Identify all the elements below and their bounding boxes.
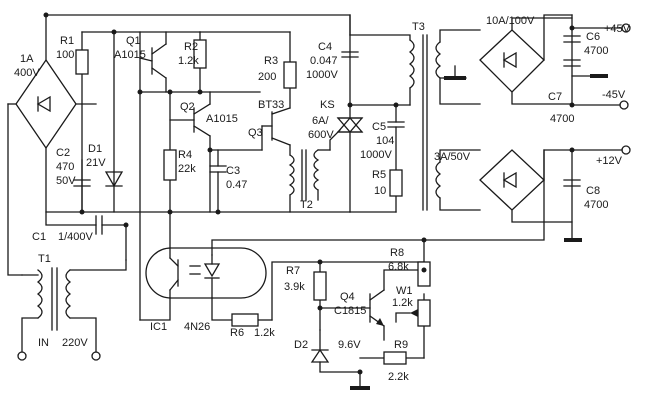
q4-type: C1815 [334,305,366,317]
c8-value: 4700 [584,199,608,211]
ks-name: KS [320,99,335,111]
bridge12-diode-icon [502,171,517,189]
junctions [43,12,575,375]
in-voltage: 220V [62,337,88,349]
c2-voltage: 50V [56,175,76,187]
w1-potentiometer [417,299,431,327]
ground-icon [590,74,608,78]
c2-name: C2 [56,147,70,159]
r1-value: 100 [56,49,74,61]
r6-value: 1.2k [254,327,275,339]
r4-value: 22k [178,163,196,175]
components [17,23,631,390]
r8-resistor [417,261,431,287]
c7-name: C7 [548,91,562,103]
wiper-arrow-icon [410,309,418,317]
r7-value: 3.9k [284,281,305,293]
r8-value: 6.8k [388,261,409,273]
ground-icon [564,238,582,242]
d2-name: D2 [294,339,308,351]
q2-type: A1015 [206,113,238,125]
d1-value: 21V [86,157,106,169]
r9-resistor [383,351,407,365]
r9-name: R9 [394,339,408,351]
input-terminal-icon [91,351,101,361]
q1-name: Q1 [126,35,141,47]
c5-voltage: 1000V [360,149,392,161]
c4-name: C4 [318,41,332,53]
r7-name: R7 [286,265,300,277]
c2-value: 470 [56,161,74,173]
r4-resistor [163,149,177,181]
c8-name: C8 [586,185,600,197]
bt33-label: BT33 [258,99,284,111]
q2-name: Q2 [180,101,195,113]
q1-type: A1015 [114,49,146,61]
out-pos45-label: +45V [604,23,631,35]
bridge-main-rating: 1A [20,53,34,65]
q3-name: Q3 [248,127,263,139]
r2-name: R2 [184,41,198,53]
r3-name: R3 [264,55,278,67]
ground-icon [444,76,466,80]
c5-value: 104 [376,135,394,147]
in-label: IN [38,337,49,349]
t2-name: T2 [300,199,313,211]
r9-value: 2.2k [388,371,409,383]
ic1-type: 4N26 [184,321,210,333]
c4-voltage: 1000V [306,69,338,81]
output-terminal-icon [621,23,631,33]
r7-resistor [313,271,327,301]
c1-name: C1 [32,231,46,243]
r1-resistor [75,49,89,75]
ground-icon [350,386,370,390]
q4-name: Q4 [340,291,355,303]
bridge-12-rating: 3A/50V [434,151,471,163]
r3-resistor [283,61,297,89]
d1-zener-icon [104,171,124,188]
r1-name: R1 [60,35,74,47]
ks-rating: 6A/ [312,115,329,127]
r2-resistor [193,39,207,69]
bridge-45-rating: 10A/100V [486,15,535,27]
input-terminal-icon [17,351,27,361]
r5-name: R5 [372,169,386,181]
q4-emitter-arrow-icon [376,318,384,326]
r5-value: 10 [374,185,386,197]
r3-value: 200 [258,71,276,83]
c6-name: C6 [586,31,600,43]
c7-value: 4700 [550,113,574,125]
bridge-main-voltage: 400V [14,67,40,79]
ic1-name: IC1 [150,321,167,333]
output-terminal-icon [619,100,629,110]
bridge-diode-icon [36,95,51,113]
c3-value: 0.47 [226,179,247,191]
out-pos12-label: +12V [596,155,623,167]
ks-voltage: 600V [308,129,334,141]
c3-name: C3 [226,165,240,177]
t3-name: T3 [412,21,425,33]
output-terminal-icon [621,145,631,155]
out-neg45-label: -45V [602,89,626,101]
labels: 1A 400V R1 100 Q1 A1015 R2 1.2k R3 200 C… [14,15,631,383]
r6-resistor [231,313,259,327]
d2-value: 9.6V [338,339,361,351]
c1-value: 1/400V [58,231,94,243]
c4-value: 0.047 [310,55,338,67]
d1-name: D1 [88,143,102,155]
w1-name: W1 [396,285,413,297]
r5-resistor [389,169,403,197]
w1-value: 1.2k [392,297,413,309]
r8-name: R8 [390,247,404,259]
wiring [7,14,623,389]
bridge45-diode-icon [502,51,517,69]
r2-value: 1.2k [178,55,199,67]
c6-value: 4700 [584,45,608,57]
r6-name: R6 [230,327,244,339]
t1-name: T1 [38,253,51,265]
r4-name: R4 [178,149,192,161]
c5-name: C5 [372,121,386,133]
